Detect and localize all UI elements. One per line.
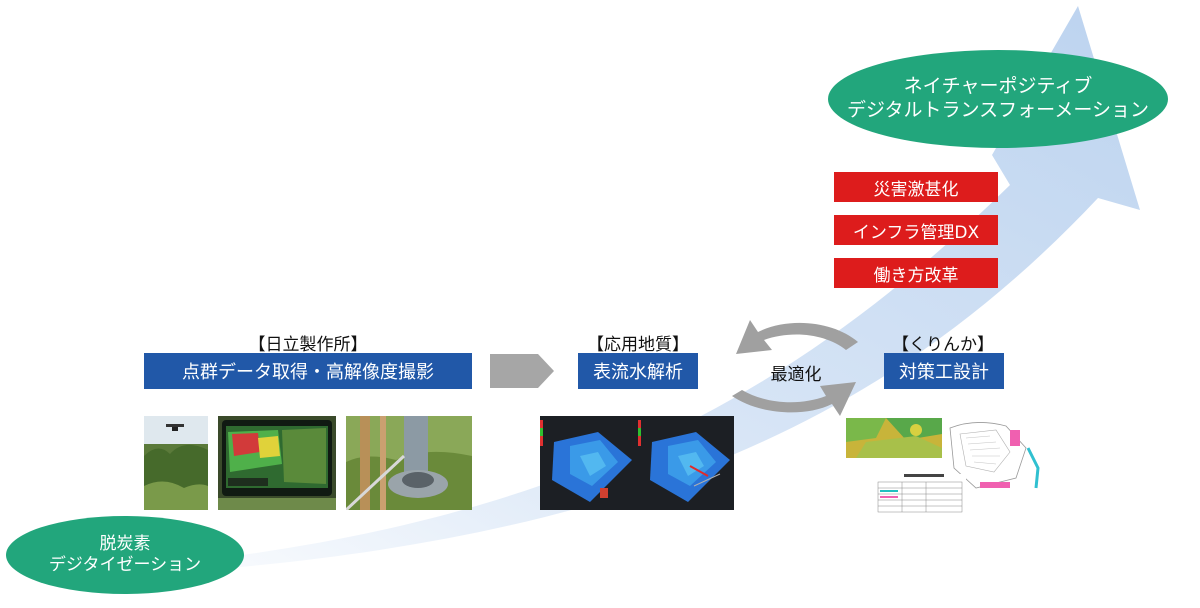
start-line2: デジタイゼーション bbox=[48, 555, 202, 575]
design-heatmap-image bbox=[846, 418, 942, 458]
design-table-sheet bbox=[872, 474, 966, 514]
driver-disaster: 災害激甚化 bbox=[834, 172, 998, 202]
cycle-label: 最適化 bbox=[770, 365, 822, 385]
goal-line1: ネイチャーポジティブ bbox=[903, 75, 1093, 98]
org-label-oyo: 【応用地質】 bbox=[587, 335, 689, 355]
cycle-arrows bbox=[732, 320, 858, 416]
goal-line2: デジタルトランスフォーメーション bbox=[846, 99, 1150, 121]
org-label-kurinka: 【くりんか】 bbox=[892, 335, 994, 355]
connector-arrow bbox=[490, 354, 554, 388]
start-line1: 脱炭素 bbox=[99, 533, 151, 554]
task-kurinka: 対策工設計 bbox=[884, 353, 1004, 389]
flow-analysis-image bbox=[540, 416, 734, 510]
tower-photo bbox=[346, 416, 472, 510]
start-ellipse: 脱炭素 デジタイゼーション bbox=[6, 516, 244, 594]
driver-infra-dx: インフラ管理DX bbox=[834, 215, 998, 245]
org-label-hitachi: 【日立製作所】 bbox=[248, 335, 368, 355]
driver-workstyle: 働き方改革 bbox=[834, 258, 998, 288]
drone-photo bbox=[144, 416, 208, 510]
task-oyo: 表流水解析 bbox=[578, 353, 698, 389]
goal-ellipse: ネイチャーポジティブ デジタルトランスフォーメーション bbox=[828, 50, 1168, 148]
tablet-photo bbox=[218, 416, 336, 510]
task-hitachi: 点群データ取得・高解像度撮影 bbox=[144, 353, 472, 389]
